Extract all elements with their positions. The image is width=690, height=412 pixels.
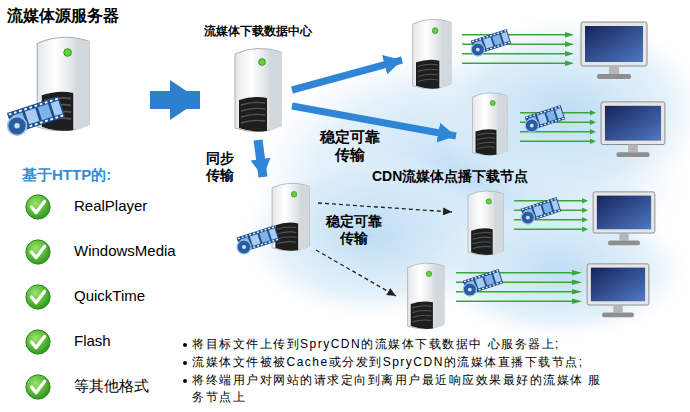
bullet: [183, 379, 187, 383]
transfer-label: 稳定可靠 传输: [326, 213, 382, 247]
transfer-label: 稳定可靠 传输: [320, 128, 380, 164]
stream-lines: [514, 198, 588, 232]
check-icon: [26, 285, 50, 309]
check-icon: [26, 240, 50, 264]
film-icon: [521, 197, 561, 224]
dashed-arrow: [316, 250, 396, 296]
monitor: [587, 264, 649, 317]
note-text: 将目标文件上传到SpryCDN的流媒体下载数据中 心服务器上;: [192, 336, 604, 353]
edge-server: [413, 19, 451, 88]
data-center-server: [235, 48, 281, 131]
transfer-arrow: [292, 60, 402, 90]
stream-lines: [456, 270, 582, 304]
check-icon: [26, 375, 50, 399]
film-icon: [463, 269, 503, 296]
dashed-arrow: [318, 203, 452, 212]
film-icon: [237, 225, 280, 254]
flow-arrow: [150, 91, 200, 109]
format-name: 等其他格式: [74, 377, 149, 395]
film-icon: [7, 96, 65, 135]
note-text: 流媒体文件被被Cache或分发到SpryCDN的流媒体直播下载节点;: [192, 354, 604, 371]
monitor: [601, 102, 665, 157]
node-title: 流媒体下载数据中心: [204, 24, 312, 39]
edge-server: [408, 263, 444, 329]
sync-arrow: [258, 140, 263, 177]
transfer-label: 同步 传输: [206, 150, 234, 184]
check-icon: [26, 330, 50, 354]
edge-server: [468, 191, 503, 255]
monitor: [581, 22, 647, 79]
server-node: 流媒体源服务器: [5, 4, 150, 138]
monitor: [593, 192, 655, 245]
note-text: 将终端用户对网站的请求定向到离用户最近响应效果最好的流媒体 服务节点上: [192, 372, 604, 406]
film-icon: [525, 105, 565, 132]
bullet: [183, 343, 187, 347]
format-name: WindowsMedia: [74, 242, 176, 260]
server-node: 流媒体下载数据中心: [200, 20, 335, 140]
group-label: CDN流媒体点播下载节点: [372, 168, 528, 185]
format-name: QuickTime: [74, 287, 145, 305]
list-heading: 基于HTTP的:: [22, 166, 111, 184]
edge-server: [473, 93, 508, 155]
check-icon: [26, 195, 50, 219]
format-name: RealPlayer: [74, 197, 147, 215]
bullet: [183, 361, 187, 365]
node-title: 流媒体源服务器: [7, 6, 119, 27]
format-name: Flash: [74, 332, 111, 350]
film-icon: [471, 29, 511, 56]
